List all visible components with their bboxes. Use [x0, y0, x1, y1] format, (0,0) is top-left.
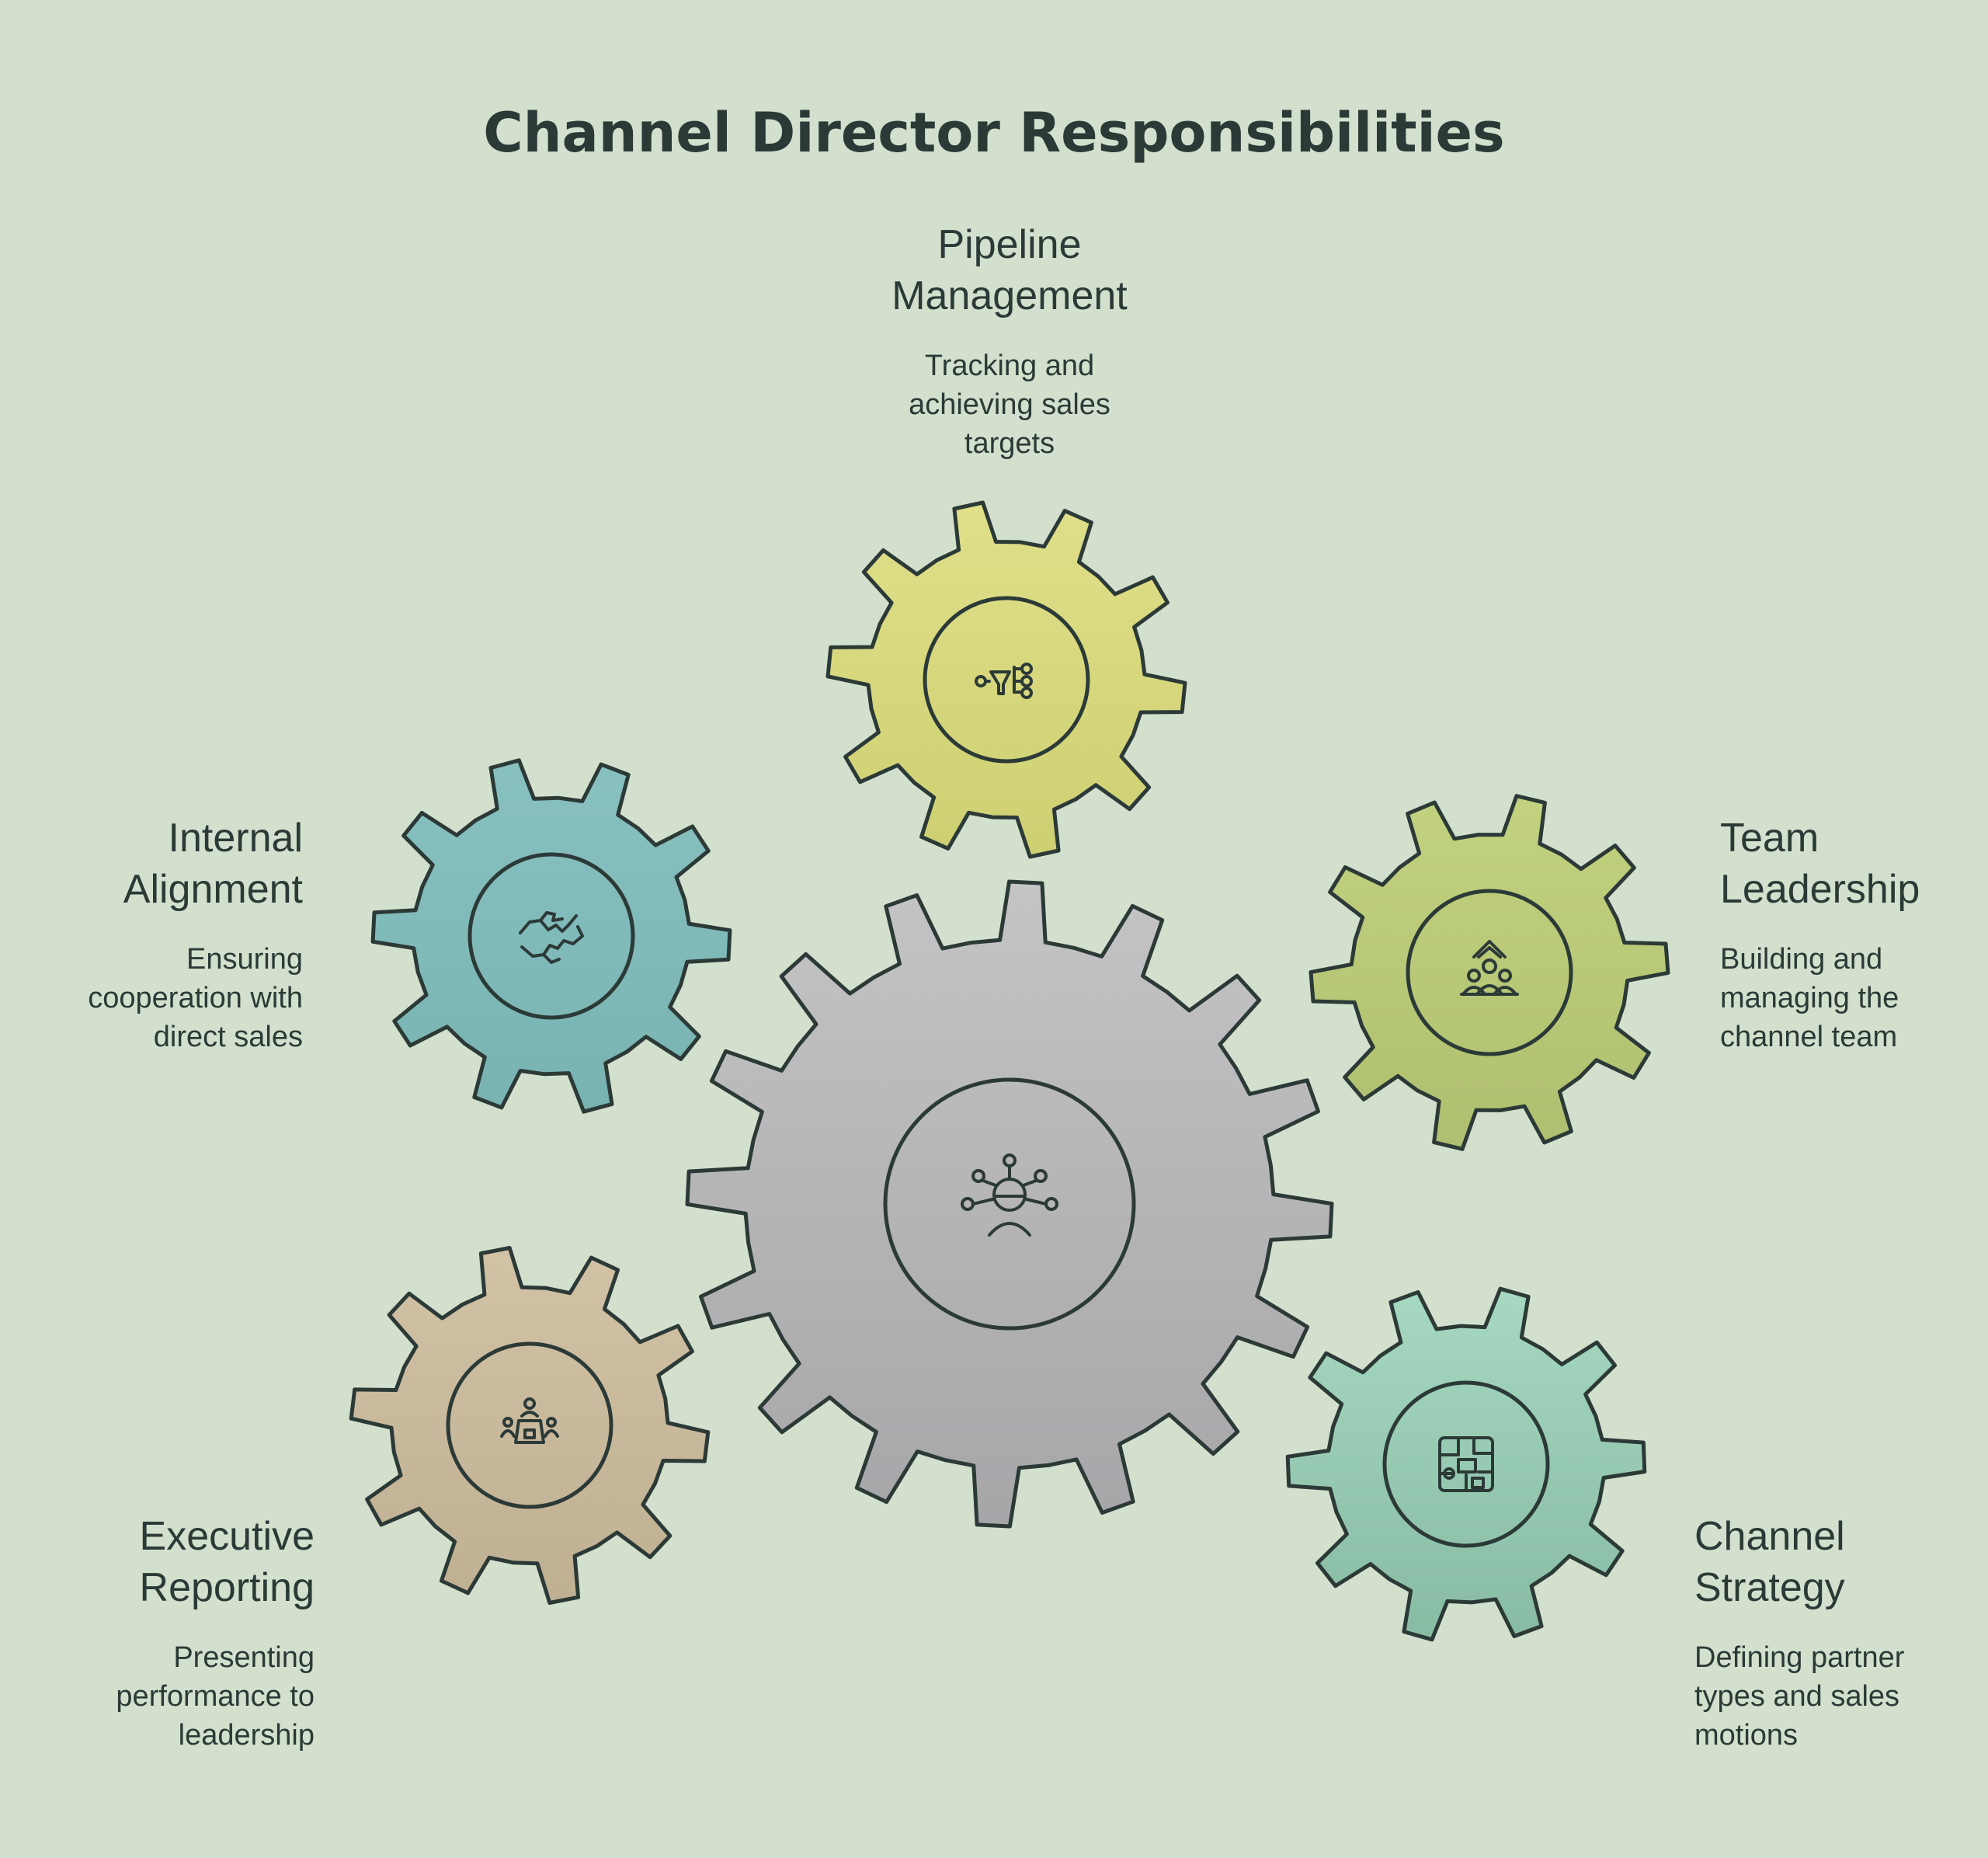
executive-description: Presenting performance to leadership [116, 1641, 315, 1752]
gear-center [685, 879, 1334, 1529]
hub-center [883, 1077, 1136, 1331]
director-network-icon [961, 1153, 1058, 1237]
label-team: Team Leadership Building and managing th… [1720, 812, 1984, 1056]
strategy-name: Channel Strategy [1694, 1514, 1845, 1610]
pipeline-name: Pipeline Management [891, 222, 1128, 318]
strategy-description: Defining partner types and sales motions [1694, 1641, 1905, 1752]
executive-name: Executive Reporting [139, 1514, 315, 1610]
hub-strategy [1382, 1380, 1550, 1548]
strategy-map-icon [1438, 1436, 1494, 1492]
team-description: Building and managing the channel team [1720, 943, 1899, 1053]
hub-pipeline [923, 596, 1090, 764]
label-internal: Internal Alignment Ensuring cooperation … [16, 812, 303, 1056]
label-pipeline: Pipeline Management Tracking and achievi… [800, 219, 1219, 463]
funnel-network-icon [975, 663, 1033, 699]
label-strategy: Channel Strategy Defining partner types … [1694, 1511, 1982, 1755]
internal-description: Ensuring cooperation with direct sales [88, 943, 303, 1053]
diagram-title: Channel Director Responsibilities [483, 101, 1505, 165]
gear-internal [370, 758, 732, 1114]
pipeline-description: Tracking and achieving sales targets [909, 350, 1110, 460]
internal-name: Internal Alignment [123, 816, 303, 912]
meeting-presentation-icon [500, 1397, 559, 1444]
handshake-icon [519, 911, 584, 964]
hub-executive [446, 1341, 613, 1509]
team-growth-icon [1460, 940, 1519, 996]
gear-strategy [1285, 1286, 1647, 1642]
gear-executive [349, 1246, 711, 1605]
hub-team [1406, 889, 1573, 1056]
label-executive: Executive Reporting Presenting performan… [16, 1511, 315, 1755]
team-name: Team Leadership [1720, 816, 1920, 912]
hub-internal [467, 852, 635, 1020]
